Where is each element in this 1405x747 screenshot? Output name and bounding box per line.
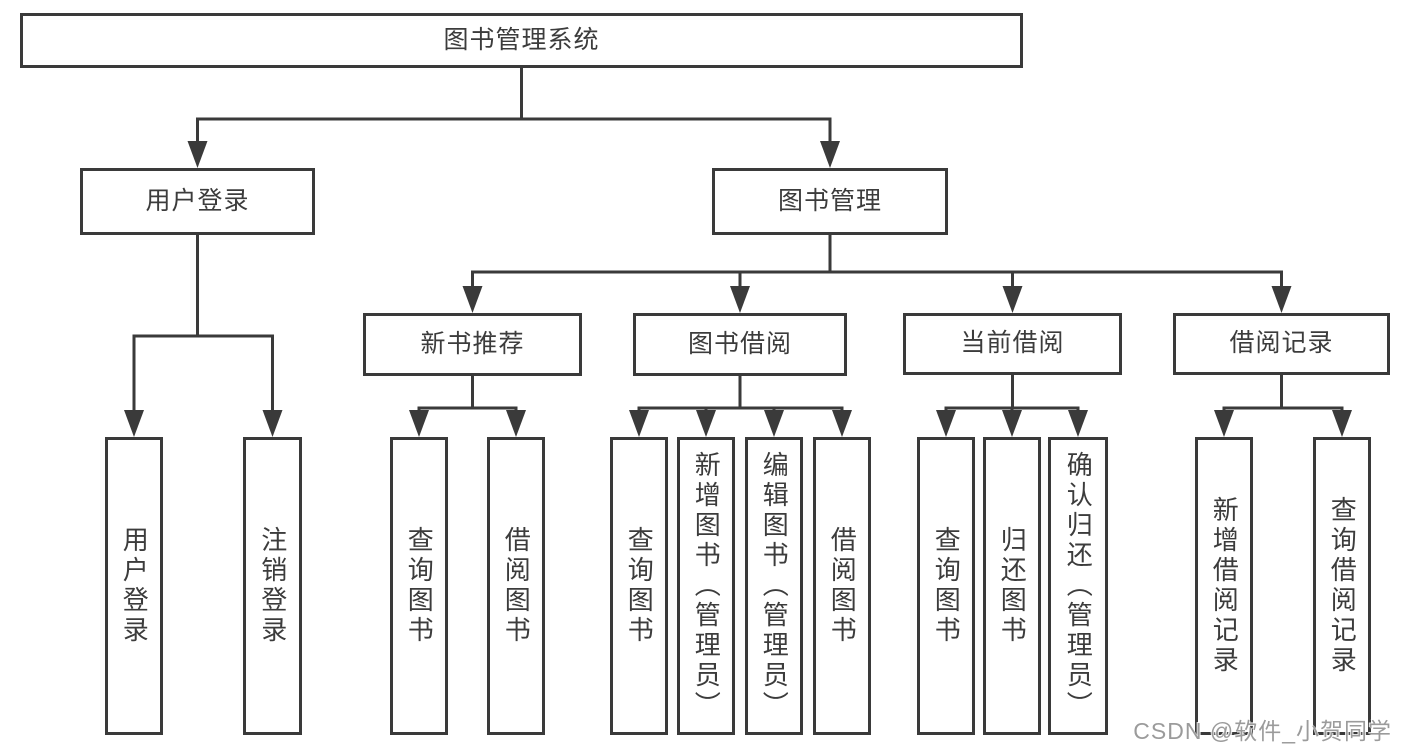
node-leaf-bw-borrow: 借阅图书: [813, 437, 871, 735]
node-label: 借阅图书: [501, 526, 532, 646]
arrowhead-icon: [1271, 286, 1292, 313]
node-leaf-logout: 注销登录: [243, 437, 302, 735]
node-leaf-rec-add: 新增借阅记录: [1195, 437, 1253, 735]
node-label: 新书推荐: [420, 329, 525, 358]
node-leaf-nb-borrow: 借阅图书: [487, 437, 545, 735]
node-label: 借阅记录: [1229, 329, 1334, 358]
arrowhead-icon: [936, 410, 956, 437]
arrowhead-icon: [1214, 410, 1234, 437]
node-newbook: 新书推荐: [363, 313, 582, 376]
watermark: CSDN @软件_小贺同学: [1133, 718, 1392, 744]
node-label: 归还图书: [997, 526, 1028, 646]
node-label: 查询借阅记录: [1327, 496, 1358, 676]
node-label: 查询图书: [404, 526, 435, 646]
node-label: 编辑图书（管理员）: [759, 451, 790, 721]
arrowhead-icon: [506, 410, 526, 437]
node-root: 图书管理系统: [20, 13, 1023, 68]
node-leaf-cur-return: 归还图书: [983, 437, 1041, 735]
node-label: 确认归还（管理员）: [1063, 451, 1094, 721]
node-label: 查询图书: [624, 526, 655, 646]
node-leaf-cur-confirm: 确认归还（管理员）: [1048, 437, 1108, 735]
node-leaf-rec-query: 查询借阅记录: [1313, 437, 1371, 735]
arrowhead-icon: [462, 286, 483, 313]
node-borrow: 图书借阅: [633, 313, 847, 376]
arrowhead-icon: [124, 410, 144, 437]
arrowhead-icon: [187, 141, 208, 168]
node-label: 借阅图书: [827, 526, 858, 646]
arrowhead-icon: [1002, 286, 1023, 313]
node-records: 借阅记录: [1173, 313, 1390, 375]
arrowhead-icon: [696, 410, 716, 437]
node-leaf-login: 用户登录: [105, 437, 163, 735]
arrowhead-icon: [730, 286, 750, 313]
node-leaf-bw-query: 查询图书: [610, 437, 668, 735]
arrowhead-icon: [1332, 410, 1352, 437]
arrowhead-icon: [629, 410, 649, 437]
node-label: 当前借阅: [960, 329, 1065, 358]
arrowhead-icon: [1002, 410, 1022, 437]
node-leaf-cur-query: 查询图书: [917, 437, 975, 735]
node-label: 用户登录: [145, 186, 250, 215]
node-label: 图书管理系统: [443, 25, 600, 54]
node-label: 用户登录: [119, 526, 150, 646]
arrowhead-icon: [764, 410, 784, 437]
node-label: 注销登录: [257, 526, 288, 646]
arrowhead-icon: [832, 410, 852, 437]
node-label: 新增图书（管理员）: [691, 451, 722, 721]
arrowhead-icon: [1068, 410, 1088, 437]
node-label: 图书管理: [777, 186, 882, 215]
node-login: 用户登录: [80, 168, 315, 235]
arrowhead-icon: [409, 410, 429, 437]
node-current: 当前借阅: [903, 313, 1122, 375]
node-label: 查询图书: [931, 526, 962, 646]
arrowhead-icon: [820, 141, 840, 168]
node-mgmt: 图书管理: [712, 168, 948, 235]
node-label: 新增借阅记录: [1209, 496, 1240, 676]
node-leaf-bw-add: 新增图书（管理员）: [677, 437, 735, 735]
arrowhead-icon: [262, 410, 283, 437]
node-label: 图书借阅: [687, 329, 792, 358]
node-leaf-bw-edit: 编辑图书（管理员）: [745, 437, 803, 735]
node-leaf-nb-query: 查询图书: [390, 437, 448, 735]
